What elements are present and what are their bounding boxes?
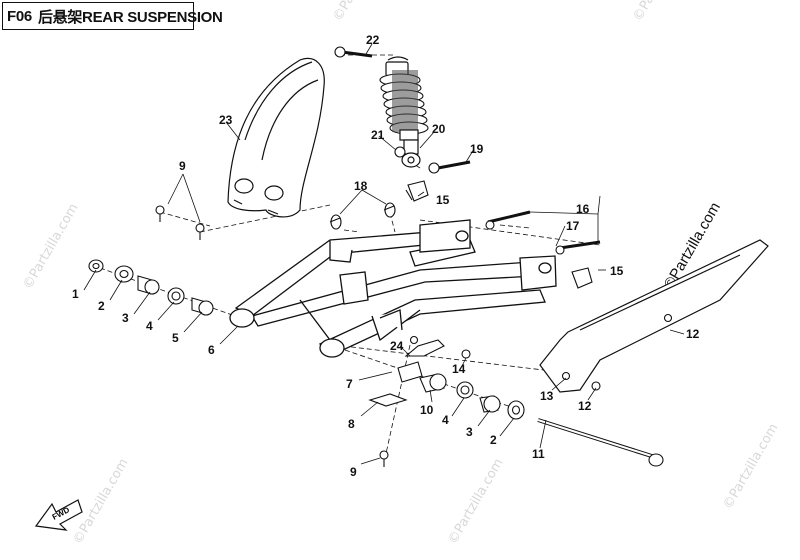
callout-label: 13 (540, 389, 554, 403)
callout-label: 7 (346, 377, 353, 391)
callout-label: 3 (122, 311, 129, 325)
callout-label: 16 (576, 202, 590, 216)
callout-labels: 1 2 3 4 5 6 7 8 9 9 10 11 12 12 13 14 15… (72, 33, 700, 479)
watermark: ©Partzilla.com (445, 456, 506, 547)
callout-label: 22 (366, 33, 380, 47)
callout-label: 15 (436, 193, 450, 207)
chain-guard (539, 239, 769, 393)
callout-label: 23 (219, 113, 233, 127)
mud-guard (227, 57, 325, 218)
callout-label: 2 (490, 433, 497, 447)
callout-label: 8 (348, 417, 355, 431)
callout-label: 4 (146, 319, 153, 333)
callout-label: 10 (420, 403, 434, 417)
watermark: ©Partzilla.com (720, 421, 781, 512)
watermark: ©Partzilla.com (330, 0, 391, 24)
watermark: ©Partzilla.com (630, 0, 691, 24)
diagram-code: F06 (7, 7, 32, 25)
callout-label: 21 (371, 128, 385, 142)
callout-label: 4 (442, 413, 449, 427)
callout-label: 9 (350, 465, 357, 479)
callout-label: 6 (208, 343, 215, 357)
parts (88, 46, 673, 467)
callout-label: 12 (578, 399, 592, 413)
callout-label: 20 (432, 122, 446, 136)
shock-absorber (379, 56, 429, 168)
callout-label: 12 (686, 327, 700, 341)
swing-arm (229, 219, 557, 358)
callout-lines (83, 43, 685, 465)
callout-label: 9 (179, 159, 186, 173)
callout-label: 11 (532, 447, 545, 461)
callout-label: 24 (390, 339, 404, 353)
callout-label: 19 (470, 142, 484, 156)
callout-label: 15 (610, 264, 624, 278)
watermark: ©Partzilla.com (70, 456, 131, 547)
diagram-title-box: F06 后悬架REAR SUSPENSION (2, 2, 223, 30)
callout-label: 1 (72, 287, 79, 301)
callout-label: 14 (452, 362, 466, 376)
diagram-title: 后悬架REAR SUSPENSION (37, 8, 223, 26)
watermark: ©Partzilla.com (20, 201, 81, 292)
callout-label: 18 (354, 179, 368, 193)
callout-label: 5 (172, 331, 179, 345)
callout-label: 3 (466, 425, 473, 439)
fwd-arrow: FWD (34, 499, 83, 531)
callout-label: 2 (98, 299, 105, 313)
callout-label: 17 (566, 219, 580, 233)
